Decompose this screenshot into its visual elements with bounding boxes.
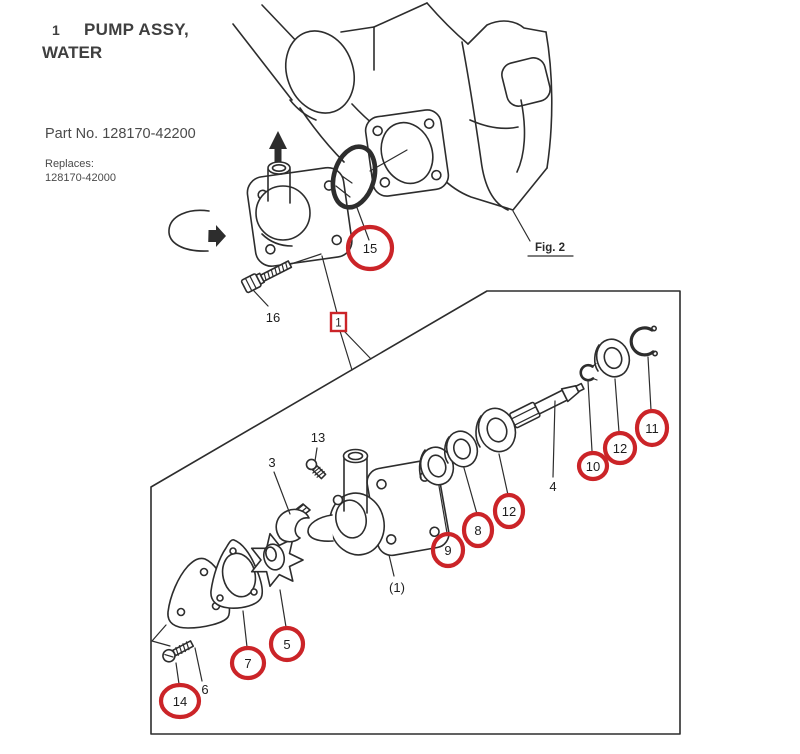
callout-15-number: 15: [363, 241, 377, 256]
callout-9[interactable]: 9: [430, 531, 466, 569]
callout-14[interactable]: 14: [158, 682, 202, 720]
snap-ring-part-10: [579, 362, 598, 382]
block-side-boss: [501, 57, 551, 107]
callout-10-number: 10: [586, 459, 600, 474]
screw-part-13: [305, 458, 327, 480]
callout-9-number: 9: [444, 543, 451, 558]
label-4-leader: [552, 400, 556, 478]
callout-5[interactable]: 5: [268, 625, 306, 663]
screw-part-14: [162, 640, 195, 663]
callout-8[interactable]: 8: [461, 511, 495, 549]
callout-box-1-number: 1: [335, 318, 341, 330]
part-label-1sub: (1): [389, 580, 405, 595]
callout-14-number: 14: [173, 694, 187, 709]
callout-box-1[interactable]: 1: [329, 311, 372, 371]
callout-10[interactable]: 10: [576, 450, 610, 482]
label-3-leader: [273, 471, 291, 515]
label-16-leader: [253, 290, 269, 307]
replaces-label: Replaces:: [45, 158, 94, 170]
title-line1: PUMP ASSY,: [84, 20, 190, 39]
callout-15-leader: [355, 204, 370, 241]
part-number: Part No. 128170-42200: [45, 126, 196, 142]
callout-8-number: 8: [474, 523, 481, 538]
cam-part-3: [275, 503, 311, 543]
gasket-part-7: [210, 539, 263, 609]
part-label-4: 4: [549, 479, 556, 494]
callout-11-leader: [647, 356, 652, 411]
oring-part-15: [330, 144, 378, 210]
callout-5-leader: [279, 589, 287, 628]
callout-11[interactable]: 11: [634, 408, 670, 448]
pump-outlet-port: [267, 168, 291, 204]
pump-inlet-nipple: [168, 209, 210, 252]
callout-5-number: 5: [283, 637, 290, 652]
replaces-value: 128170-42000: [45, 172, 116, 184]
block-mounting-flange: [364, 109, 450, 197]
part-label-3: 3: [268, 455, 275, 470]
title-item-number: 1: [52, 22, 61, 38]
water-pump-assembled-illustration: 16: [168, 131, 378, 325]
page-title: 1 PUMP ASSY, WATER: [42, 20, 189, 63]
exploded-view-boundary: [150, 290, 681, 735]
impeller-part-5: [250, 532, 304, 588]
fig2-leader-line: [512, 210, 531, 242]
callout-1-leader: [321, 255, 338, 314]
callout-12a-leader: [498, 453, 509, 496]
part-label-6: 6: [201, 682, 208, 697]
callout-15[interactable]: 15: [345, 224, 395, 272]
callout-12a-number: 12: [502, 504, 516, 519]
up-arrow-icon: [269, 131, 287, 166]
callout-7[interactable]: 7: [229, 645, 267, 681]
callout-12b[interactable]: 12: [602, 430, 638, 466]
fig2-label: Fig. 2: [535, 242, 565, 254]
callout-12b-number: 12: [613, 441, 627, 456]
callout-8-leader: [463, 467, 478, 515]
part-label-16: 16: [266, 310, 280, 325]
shaft-part-4: [509, 382, 585, 429]
label-6-leader: [194, 647, 203, 682]
right-arrow-icon: [203, 225, 226, 247]
exploded-view: 6: [151, 325, 658, 697]
part-label-13: 13: [311, 430, 325, 445]
callout-12a[interactable]: 12: [492, 492, 526, 530]
label-13-leader: [314, 447, 318, 462]
callout-12b-leader: [614, 378, 620, 433]
circlip-part-11: [629, 325, 658, 357]
bolt-part-16: [240, 260, 293, 294]
bearing-part-12b: [593, 338, 631, 378]
callout-7-leader: [242, 610, 248, 648]
engine-block-illustration: Fig. 2: [232, 2, 574, 257]
label-1sub-leader: [388, 554, 395, 577]
callout-7-number: 7: [244, 656, 251, 671]
bearing-part-12a: [475, 407, 517, 453]
callout-9-leader: [438, 485, 448, 534]
callout-10-leader: [587, 380, 593, 452]
callout-11-number: 11: [645, 421, 659, 436]
title-line2: WATER: [42, 43, 103, 62]
callout-14-leader: [175, 662, 180, 685]
pump-front-boss: [255, 185, 311, 241]
replaces-block: Replaces: 128170-42000: [45, 157, 116, 185]
bearing-part-8: [443, 430, 479, 468]
